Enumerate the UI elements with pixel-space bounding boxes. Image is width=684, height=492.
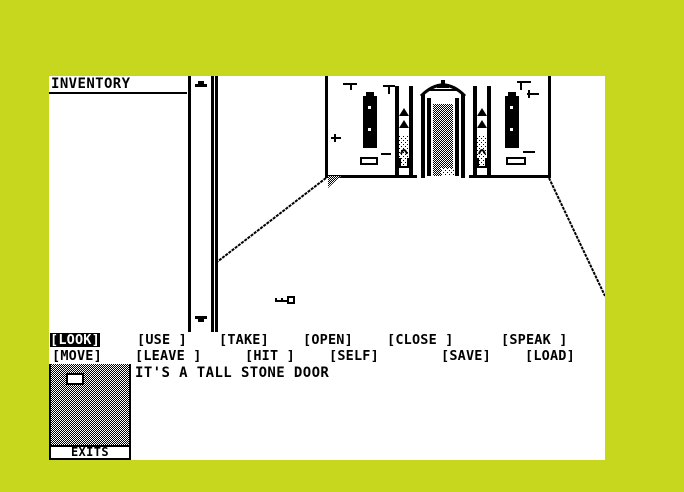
inventory-list[interactable] <box>49 94 187 332</box>
left-window <box>363 92 377 148</box>
save-command[interactable]: [SAVE] <box>441 348 491 364</box>
move-command[interactable]: [MOVE] <box>52 348 102 364</box>
left-pillars <box>395 86 413 176</box>
self-command[interactable]: [SELF] <box>329 348 379 364</box>
message-text: IT'S A TALL STONE DOOR <box>135 365 330 381</box>
close-command[interactable]: [CLOSE ] <box>387 332 454 348</box>
game-screen: INVENTORY <box>49 76 605 460</box>
load-command[interactable]: [LOAD] <box>525 348 575 364</box>
speak-command[interactable]: [SPEAK ] <box>501 332 568 348</box>
look-command[interactable]: [LOOK] <box>50 332 100 348</box>
right-pillars <box>473 86 491 176</box>
use-command[interactable]: [USE ] <box>137 332 187 348</box>
leave-command[interactable]: [LEAVE ] <box>135 348 202 364</box>
right-window <box>505 92 519 148</box>
room-view[interactable] <box>215 76 605 332</box>
inventory-scrollbar[interactable] <box>188 76 214 332</box>
open-command[interactable]: [OPEN] <box>303 332 353 348</box>
hit-command[interactable]: [HIT ] <box>245 348 295 364</box>
scroll-down-arrow-icon <box>195 316 207 319</box>
tall-stone-door <box>417 80 469 178</box>
inventory-divider <box>49 92 187 94</box>
current-room-marker <box>66 373 84 385</box>
exits-map[interactable] <box>49 364 131 460</box>
inventory-title: INVENTORY <box>51 76 131 92</box>
exits-label: EXITS <box>49 445 131 460</box>
scroll-up-arrow-icon <box>195 84 207 87</box>
take-command[interactable]: [TAKE] <box>219 332 269 348</box>
key-icon <box>275 296 295 304</box>
